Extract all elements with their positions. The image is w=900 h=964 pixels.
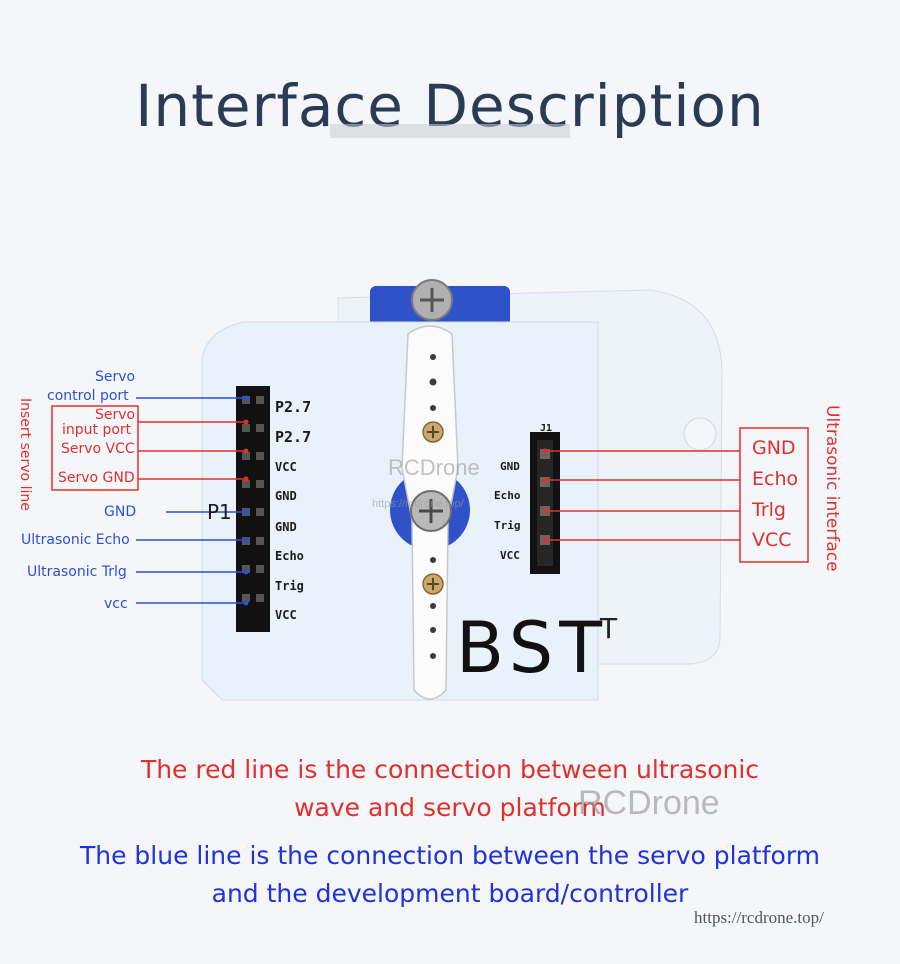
top-screw [411,279,453,321]
label-right-gnd: GND [752,437,796,459]
p1-pin-2: P2.7 [275,428,312,446]
blue-lines [136,397,246,604]
p1-pin-6: Echo [275,549,304,563]
mount-hole-right [683,417,717,451]
note-red-line-1: The red line is the connection between u… [140,755,760,784]
label-servo-control-1: Servo [95,369,136,385]
p1-pin-7: Trig [275,579,304,593]
j1-label: J1 [540,423,553,434]
watermark-text: RCDrone [578,784,720,822]
j1-pin-3: Trig [494,519,521,532]
p1-pin-1: P2.7 [275,398,312,416]
j1-inner [537,440,553,566]
label-servo-control-2: control port [47,388,129,404]
p1-header [236,386,270,632]
label-ultrasonic-interface: Ultrasonic interface [822,405,842,572]
p1-pin-4: GND [275,489,297,503]
label-ultrasonic-echo: Ultrasonic Echo [21,532,130,548]
note-blue-line-1: The blue line is the connection between … [79,841,821,870]
label-gnd: GND [104,504,137,520]
brand-suffix: T [600,612,618,645]
label-vcc: vcc [104,596,128,612]
label-servo-vcc: Servo VCC [61,441,135,457]
j1-pin-2: Echo [494,489,521,502]
small-screw-1 [422,421,444,443]
blue-line-dots [243,395,249,606]
red-line-dots-left [243,419,249,482]
label-ultrasonic-trlg: Ultrasonic Trlg [27,564,127,580]
label-insert-servo-line: Insert servo line [17,398,33,511]
site-url: https://rcdrone.top/ [694,908,824,927]
center-screw [410,490,452,532]
label-servo-input-1: Servo [95,407,136,423]
j1-pin-1: GND [500,460,520,473]
title-underline [330,124,570,138]
brand-logo: BST [456,607,608,689]
p1-pin-3: VCC [275,460,297,474]
red-lines-left [51,405,246,491]
horn-holes [429,354,437,659]
watermark-board: RCDrone [388,455,480,480]
label-right-echo: Echo [752,468,799,490]
red-line-dots-right [542,448,548,543]
label-right-vcc: VCC [752,529,792,551]
note-red-line-2: wave and servo platform [294,793,606,822]
watermark-board-url: https://rcdrone.top/ [372,498,464,510]
label-right-trlg: Trlg [752,499,786,521]
j1-pin-4: VCC [500,549,520,562]
p1-pin-8: VCC [275,608,297,622]
note-blue-line-2: and the development board/controller [211,879,689,908]
p1-label: P1 [207,500,232,524]
red-lines-right [545,427,809,563]
label-servo-gnd: Servo GND [58,470,135,486]
small-screw-2 [422,573,444,595]
p1-pin-5: GND [275,520,297,534]
label-servo-input-2: input port [62,422,132,438]
